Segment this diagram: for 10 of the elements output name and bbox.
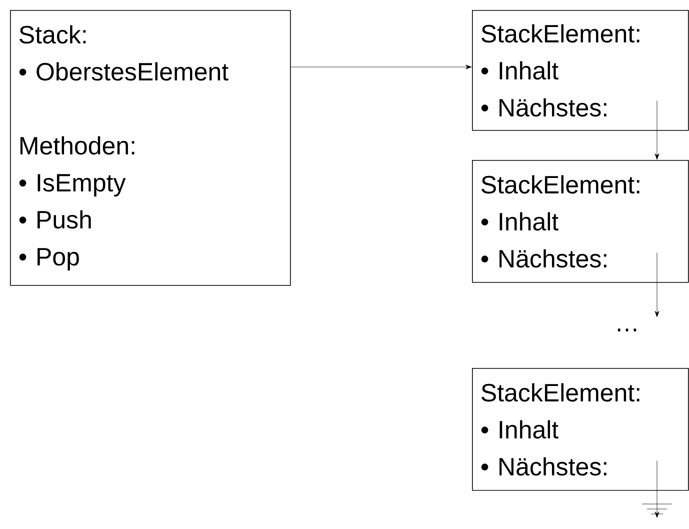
stack-element-box: StackElement: • Inhalt • Nächstes: bbox=[472, 368, 689, 491]
arrow bbox=[654, 252, 660, 318]
arrow bbox=[290, 64, 472, 70]
stack-element-box: StackElement: • Inhalt • Nächstes: bbox=[472, 160, 689, 283]
stack-element-box: StackElement: • Inhalt • Nächstes: bbox=[472, 10, 689, 131]
arrow bbox=[654, 460, 660, 518]
class-box: Stack: • OberstesElement Methoden: • IsEmpty • Push • Pop bbox=[10, 10, 291, 286]
ellipsis: … bbox=[618, 328, 636, 332]
ground-symbol bbox=[642, 504, 672, 514]
arrow bbox=[654, 100, 660, 160]
